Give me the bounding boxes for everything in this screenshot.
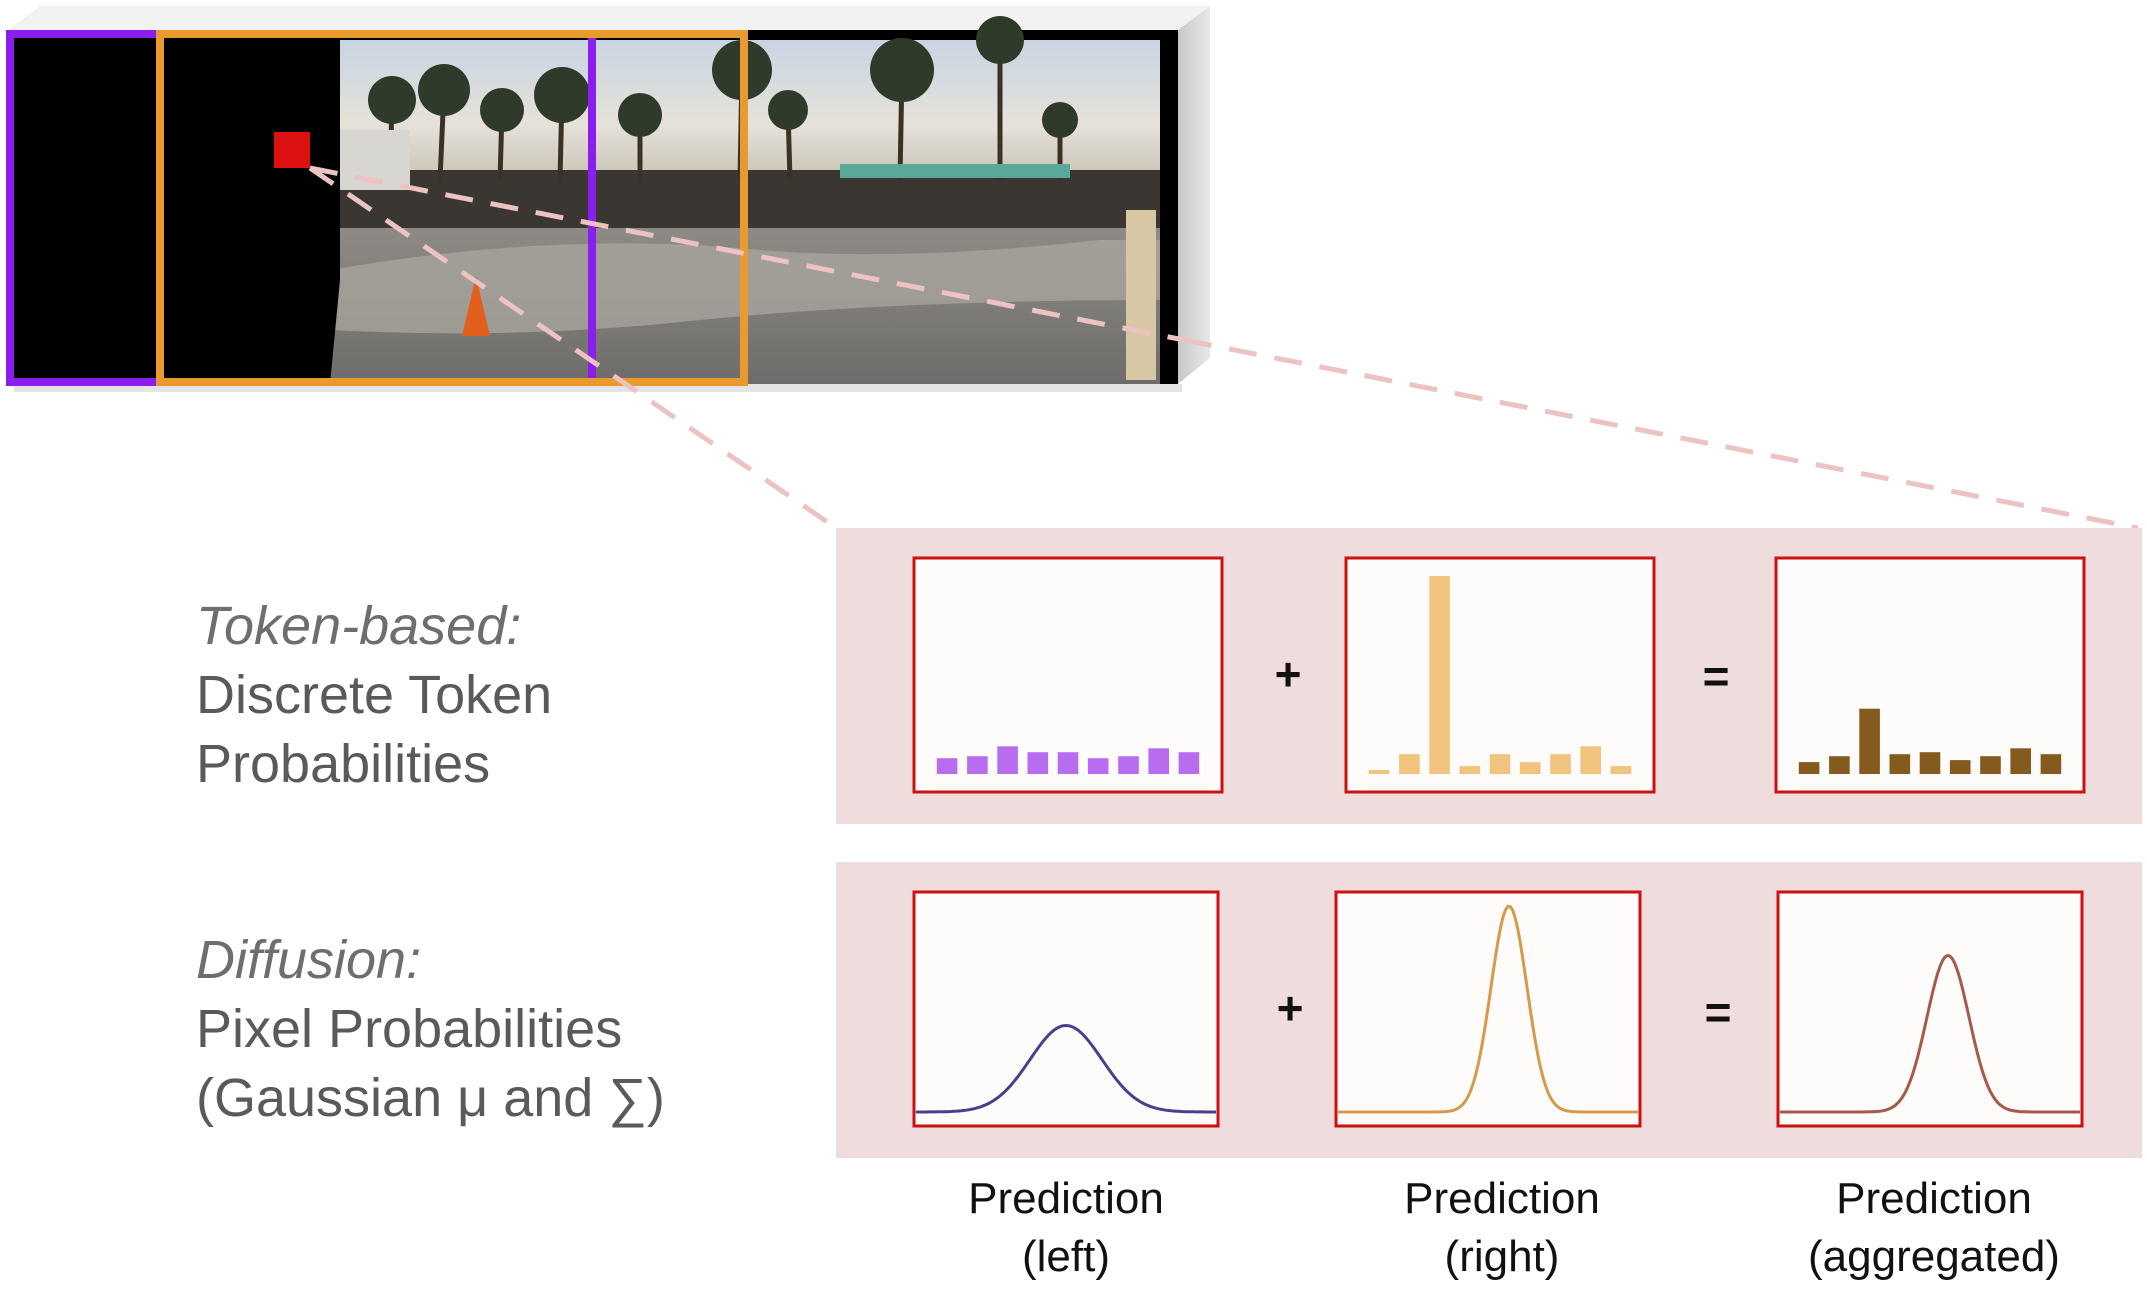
frame-shadow <box>14 384 1182 392</box>
bar-token-left-7 <box>1148 748 1169 774</box>
bar-token-left-6 <box>1118 756 1139 774</box>
gaussian-aggregated-chart <box>1776 890 2084 1128</box>
caption-right-line-1: Prediction <box>1404 1174 1600 1223</box>
token-aggregated-bars <box>1798 708 2062 774</box>
gaussian-left-box <box>912 890 1220 1128</box>
bar-token-aggregated-7 <box>2010 748 2031 774</box>
caption-left: Prediction (left) <box>896 1170 1236 1286</box>
bar-token-aggregated-1 <box>1829 756 1850 774</box>
token-row-label: Token-based: Discrete Token Probabilitie… <box>196 592 552 799</box>
gaussian-left-curve <box>916 1023 1216 1114</box>
black-strip <box>8 30 330 384</box>
bar-token-left-8 <box>1178 752 1200 774</box>
bar-token-right-2 <box>1429 576 1450 774</box>
caption-left-line-2: (left) <box>1022 1232 1110 1281</box>
token-left-bars <box>936 746 1200 774</box>
bar-token-aggregated-6 <box>1980 756 2001 774</box>
token-aggregated-chart <box>1774 556 2086 794</box>
bar-token-right-1 <box>1399 754 1420 774</box>
token-row-title: Token-based: <box>196 596 522 656</box>
caption-aggregated-line-1: Prediction <box>1836 1174 2032 1223</box>
bar-token-left-3 <box>1027 752 1049 774</box>
caption-aggregated: Prediction (aggregated) <box>1764 1170 2104 1286</box>
bar-token-aggregated-4 <box>1919 752 1941 774</box>
frame-side-face <box>1178 6 1210 384</box>
bar-token-right-5 <box>1519 762 1541 774</box>
right-black-edge <box>1160 36 1178 384</box>
token-right-chart <box>1344 556 1656 794</box>
diffusion-row-line-2: (Gaussian μ and ∑) <box>196 1068 665 1128</box>
token-row-line-2: Probabilities <box>196 734 491 794</box>
bar-token-left-2 <box>997 746 1018 774</box>
diffusion-row-title: Diffusion: <box>196 930 422 990</box>
right-post <box>1126 210 1156 380</box>
token-plus-operator: + <box>1275 648 1302 700</box>
token-left-chart <box>912 556 1224 794</box>
diffusion-plus-operator: + <box>1277 982 1304 1034</box>
black-step <box>330 30 340 384</box>
bar-token-right-7 <box>1580 746 1601 774</box>
video-frame <box>6 6 1210 392</box>
bar-token-left-1 <box>967 756 988 774</box>
gaussian-right-curve <box>1338 904 1638 1114</box>
bar-token-right-0 <box>1368 770 1390 774</box>
gaussian-left-chart <box>912 890 1220 1128</box>
bar-token-aggregated-3 <box>1889 754 1911 774</box>
gaussian-aggregated-curve <box>1780 953 2080 1114</box>
traffic-cone <box>462 276 490 336</box>
diffusion-row-line-1: Pixel Probabilities <box>196 999 623 1059</box>
bar-token-right-3 <box>1459 766 1481 774</box>
teal-awning <box>840 164 1070 178</box>
caption-right-line-2: (right) <box>1444 1232 1560 1281</box>
diffusion-row-label: Diffusion: Pixel Probabilities (Gaussian… <box>196 926 665 1133</box>
bar-token-aggregated-0 <box>1798 762 1820 774</box>
bar-token-aggregated-2 <box>1859 708 1880 774</box>
caption-aggregated-line-2: (aggregated) <box>1808 1232 2060 1281</box>
caption-right: Prediction (right) <box>1332 1170 1672 1286</box>
bar-token-right-4 <box>1489 754 1511 774</box>
frame-top-face <box>8 6 1210 30</box>
bar-token-aggregated-5 <box>1949 760 1971 774</box>
bar-token-left-5 <box>1087 758 1109 774</box>
diffusion-equals-operator: = <box>1705 986 1732 1038</box>
gaussian-aggregated-box <box>1776 890 2084 1128</box>
skate-bowl <box>330 240 1168 334</box>
zoom-leaders <box>308 165 2139 531</box>
bar-token-left-0 <box>936 758 958 774</box>
token-right-bars <box>1368 576 1632 774</box>
caption-left-line-1: Prediction <box>968 1174 1164 1223</box>
token-right-box <box>1344 556 1656 794</box>
token-row-line-1: Discrete Token <box>196 665 553 725</box>
bar-token-right-8 <box>1610 766 1632 774</box>
bar-token-left-4 <box>1057 752 1079 774</box>
gaussian-right-chart <box>1334 890 1642 1128</box>
token-equals-operator: = <box>1703 650 1730 702</box>
target-pixel-marker <box>274 132 310 168</box>
scene-crowd <box>330 170 1168 230</box>
bar-token-right-6 <box>1550 754 1571 774</box>
orange-context-window <box>156 30 748 386</box>
bar-token-aggregated-8 <box>2040 754 2062 774</box>
